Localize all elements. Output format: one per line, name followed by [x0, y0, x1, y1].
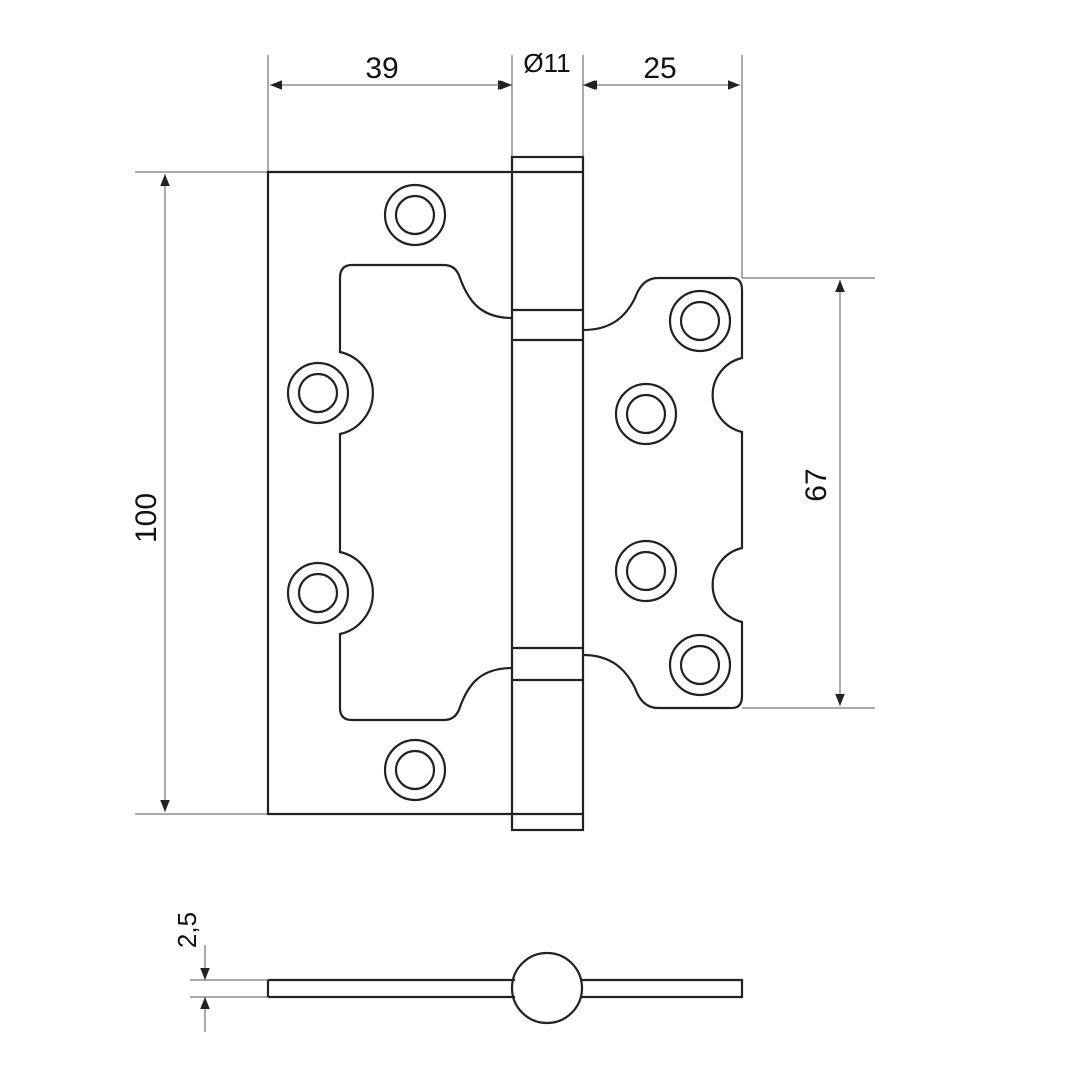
side-view: [190, 945, 744, 1032]
screw-hole: [286, 561, 350, 625]
screw-holes: [286, 183, 732, 802]
dim-right-leaf-height: 67: [800, 468, 833, 501]
screw-hole: [286, 361, 350, 425]
screw-hole: [383, 738, 447, 802]
knuckle: [510, 155, 585, 832]
dim-height: 100: [130, 493, 163, 543]
dim-left-leaf-width: 39: [365, 52, 398, 85]
screw-hole: [668, 289, 732, 353]
dim-thickness: 2,5: [172, 912, 202, 948]
dim-knuckle-diameter: Ø11: [523, 48, 570, 78]
screw-hole: [614, 539, 678, 603]
dimension-lines: [160, 80, 845, 812]
screw-hole: [383, 183, 447, 247]
left-leaf: [266, 170, 513, 816]
right-leaf: [582, 276, 744, 710]
screw-hole: [668, 633, 732, 697]
extension-lines: [135, 55, 875, 815]
screw-hole: [614, 382, 678, 446]
dim-right-leaf-width: 25: [643, 52, 676, 85]
